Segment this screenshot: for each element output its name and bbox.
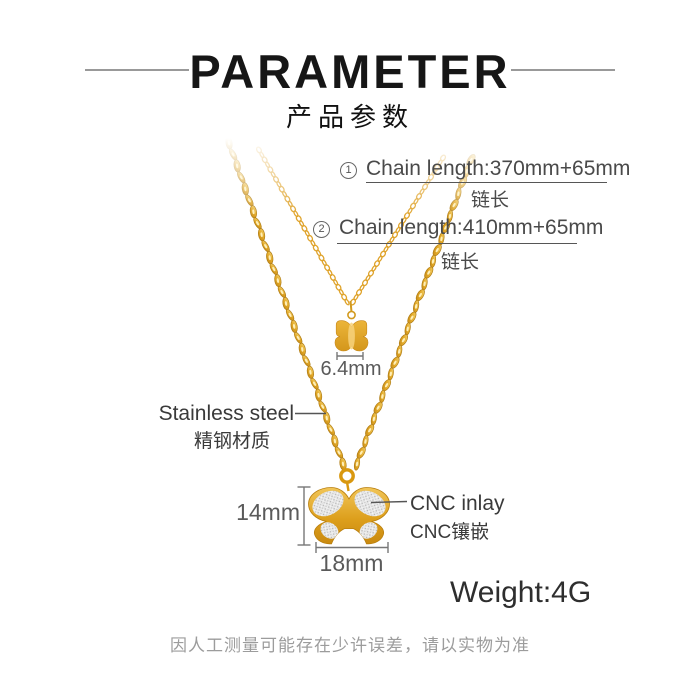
circled-number-2: 2 [313, 221, 330, 238]
title-rule-right [511, 69, 615, 71]
chain2-length-label: Chain length:410mm+65mm [339, 216, 604, 239]
page-title: PARAMETER [189, 45, 511, 98]
necklace-chains [225, 136, 476, 471]
big-pendant-width-value: 18mm [319, 550, 384, 576]
weight-value: Weight:4G [450, 576, 592, 609]
material-label-cn: 精钢材质 [193, 431, 270, 452]
chain1-underline [366, 182, 607, 183]
disclaimer-text: 因人工测量可能存在少许误差，请以实物为准 [170, 636, 530, 655]
width-18mm-bracket [315, 542, 389, 553]
title-rule-left [85, 69, 189, 71]
circled-number-1: 1 [340, 162, 357, 179]
chain2-underline [337, 243, 577, 244]
lip-chain-right [353, 154, 476, 471]
inlay-label-cn: CNC镶嵌 [410, 522, 490, 543]
lip-chain-left [225, 136, 347, 471]
height-14mm-bracket [297, 486, 311, 546]
cable-chain-right [349, 154, 447, 306]
material-label-en: Stainless steel [158, 402, 294, 425]
big-pendant-height-value: 14mm [236, 499, 300, 525]
cnc-inlay-pave-wings [312, 490, 386, 539]
chain1-length-label: Chain length:370mm+65mm [366, 157, 631, 180]
width-6-4mm-bracket [336, 352, 364, 360]
cable-chain-left [255, 146, 350, 306]
inlay-label-en: CNC inlay [410, 492, 505, 515]
chain1-length-label-cn: 链长 [471, 190, 510, 211]
large-butterfly-pendant [308, 468, 390, 545]
small-pendant-width-value: 6.4mm [320, 358, 382, 380]
chain2-length-label-cn: 链长 [441, 252, 480, 273]
measurement-lines [295, 352, 408, 553]
page-subtitle: 产品参数 [285, 103, 414, 132]
cnc-inlay-pointer-line [370, 500, 408, 504]
small-butterfly-pendant [334, 300, 369, 352]
pendant-bail-ring [339, 468, 355, 484]
